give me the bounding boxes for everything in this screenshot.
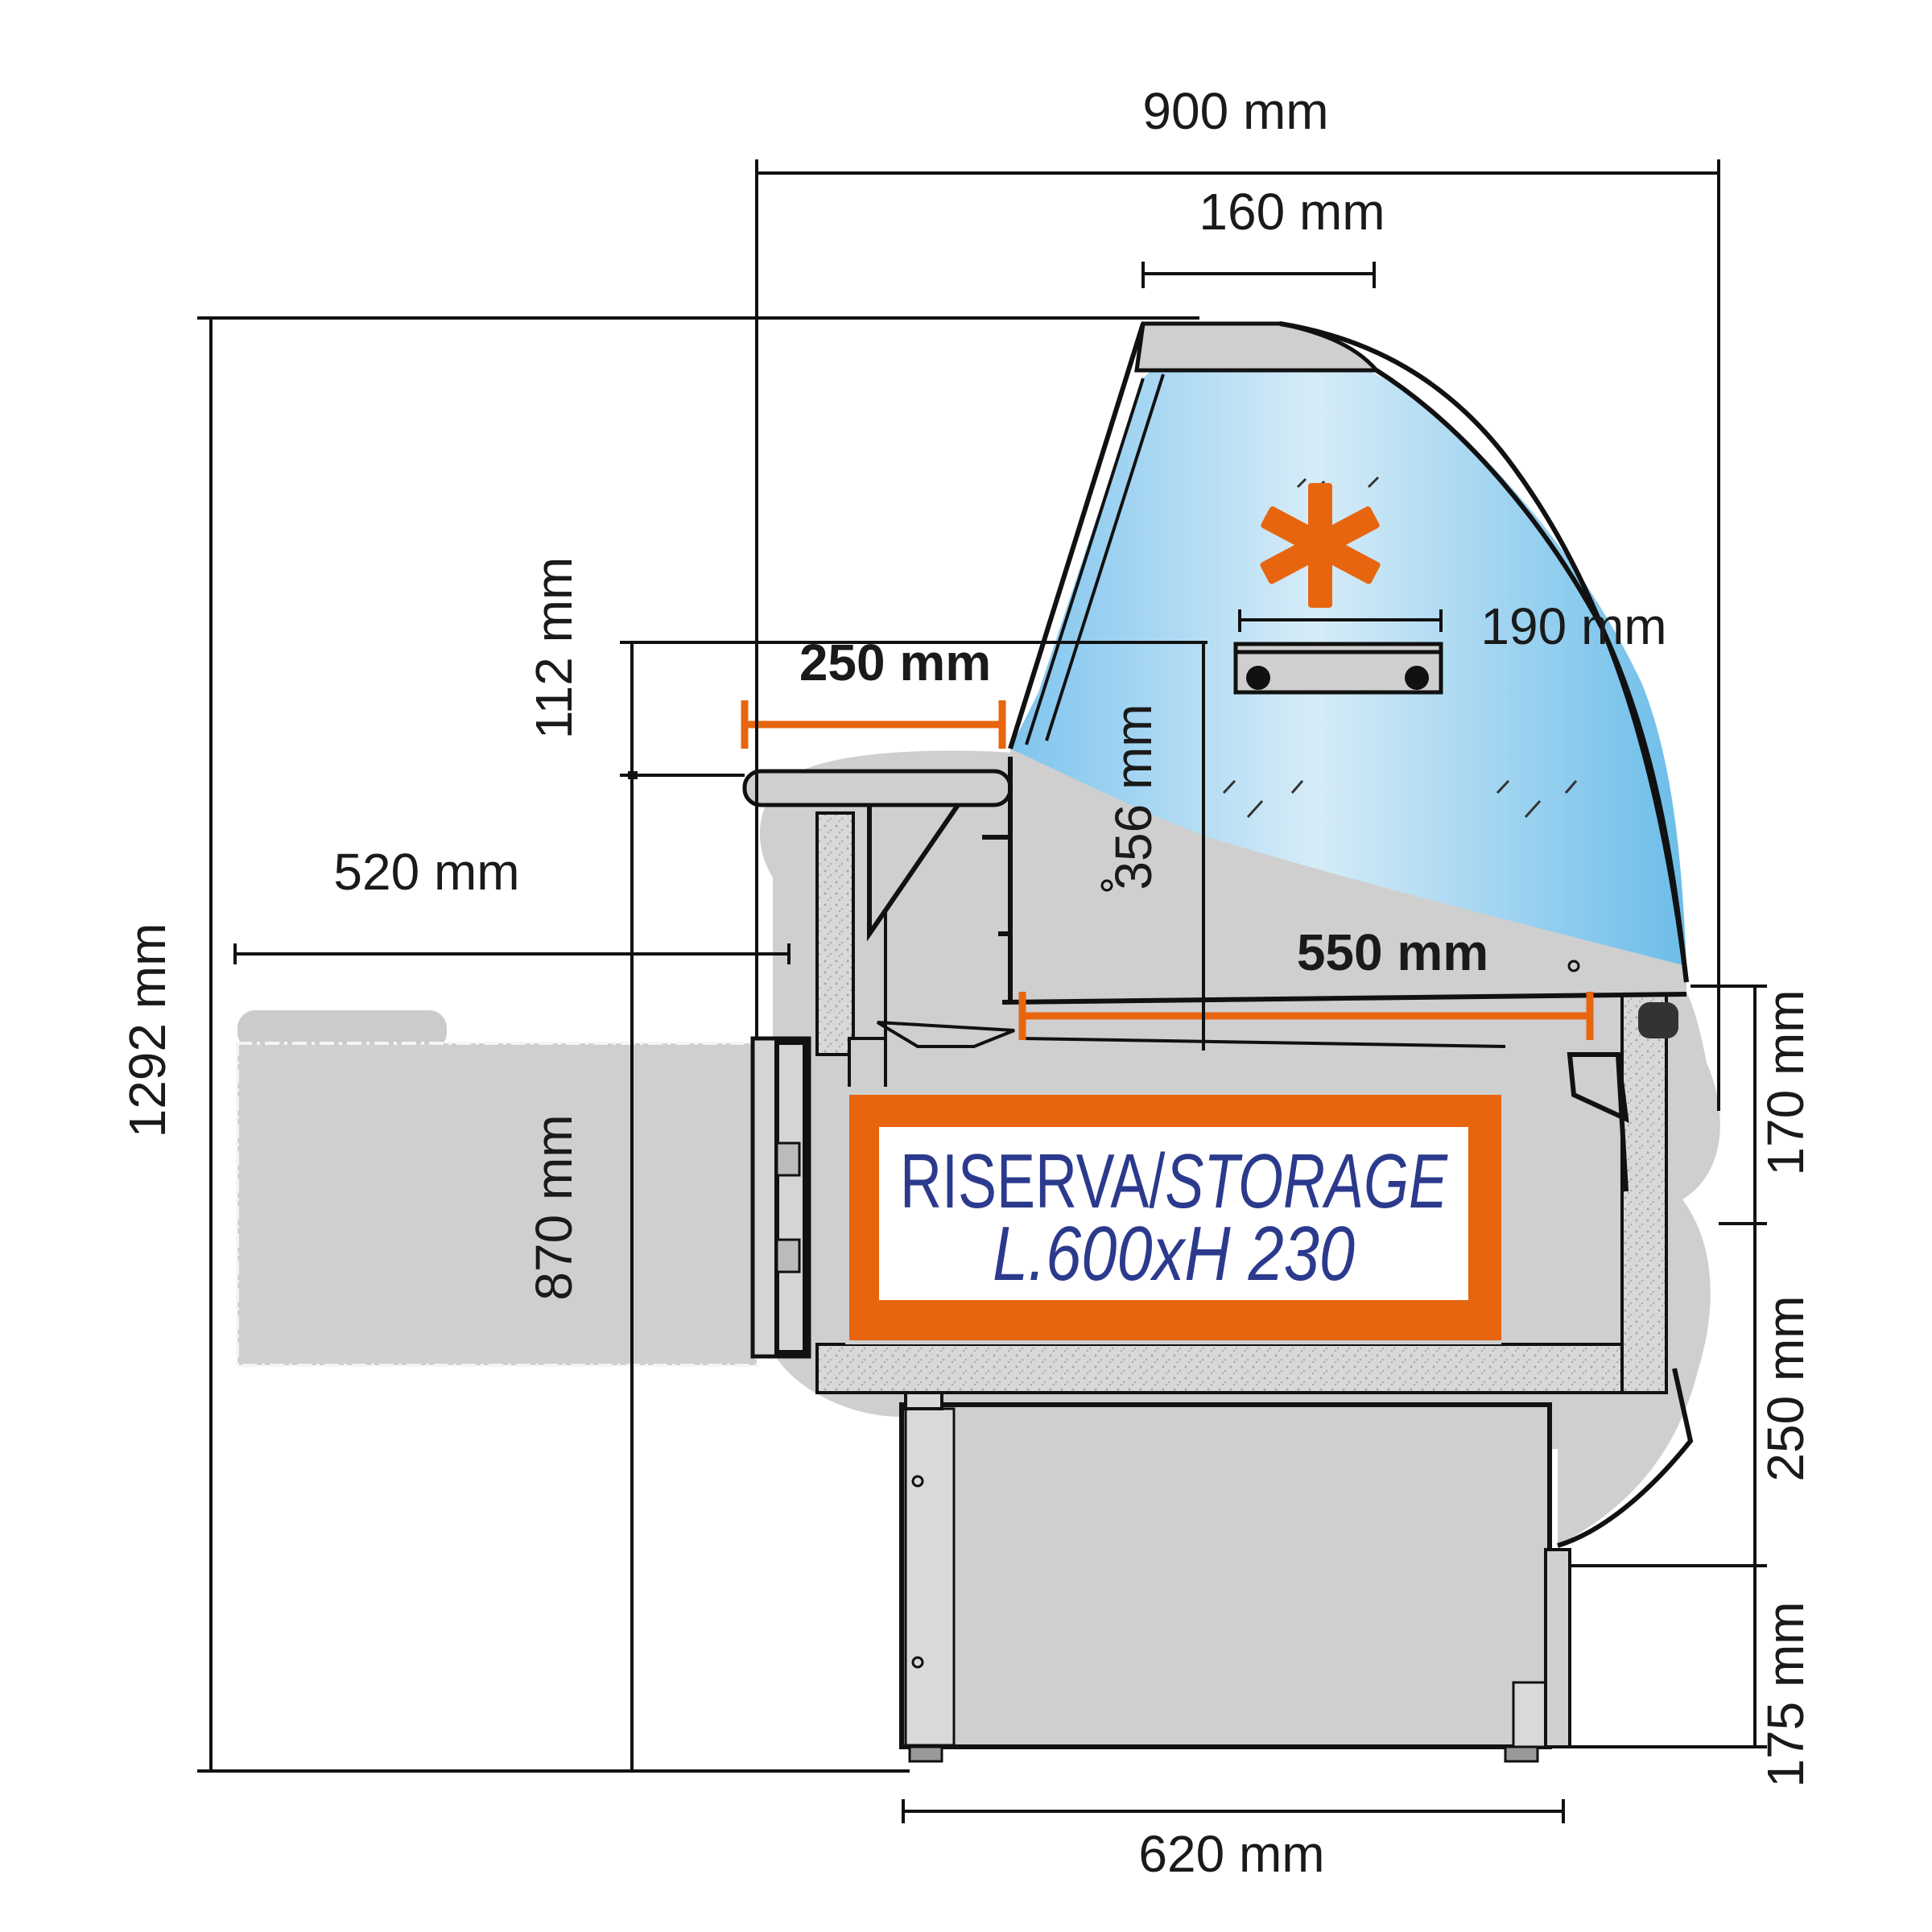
dim-620: 620 mm xyxy=(1138,1825,1324,1883)
storage-label: RISERVA/STORAGE L.600xH 230 xyxy=(845,1087,1501,1344)
dim-1292: 1292 mm xyxy=(118,923,176,1138)
dim-112: 112 mm xyxy=(525,557,583,739)
glass-shelf xyxy=(1233,642,1443,695)
orange-dim-bars xyxy=(741,700,1594,1040)
storage-size: L.600xH 230 xyxy=(993,1211,1355,1297)
dim-190: 190 mm xyxy=(1480,597,1666,655)
storage-line1: RISERVA/STORAGE xyxy=(900,1138,1448,1224)
dim-870: 870 mm xyxy=(525,1114,583,1300)
front-panel xyxy=(750,1036,811,1359)
dim-170: 170 mm xyxy=(1757,989,1814,1175)
dim-550: 550 mm xyxy=(1297,923,1488,981)
storage-word-riserva: RISERVA/ xyxy=(900,1138,1166,1224)
dim-900: 900 mm xyxy=(1142,82,1328,140)
dim-356: 356 mm xyxy=(1104,704,1162,890)
dim-520: 520 mm xyxy=(333,843,519,901)
dim-250-shelf: 250 mm xyxy=(799,634,991,691)
dim-175: 175 mm xyxy=(1757,1601,1814,1787)
cold-asterisk-icon xyxy=(1260,483,1381,608)
work-shelf xyxy=(742,757,1694,1548)
storage-word-storage: STORAGE xyxy=(1165,1138,1447,1224)
dim-160: 160 mm xyxy=(1199,183,1385,241)
dimension-lines xyxy=(197,159,1767,1823)
dim-250-front: 250 mm xyxy=(1757,1295,1814,1481)
